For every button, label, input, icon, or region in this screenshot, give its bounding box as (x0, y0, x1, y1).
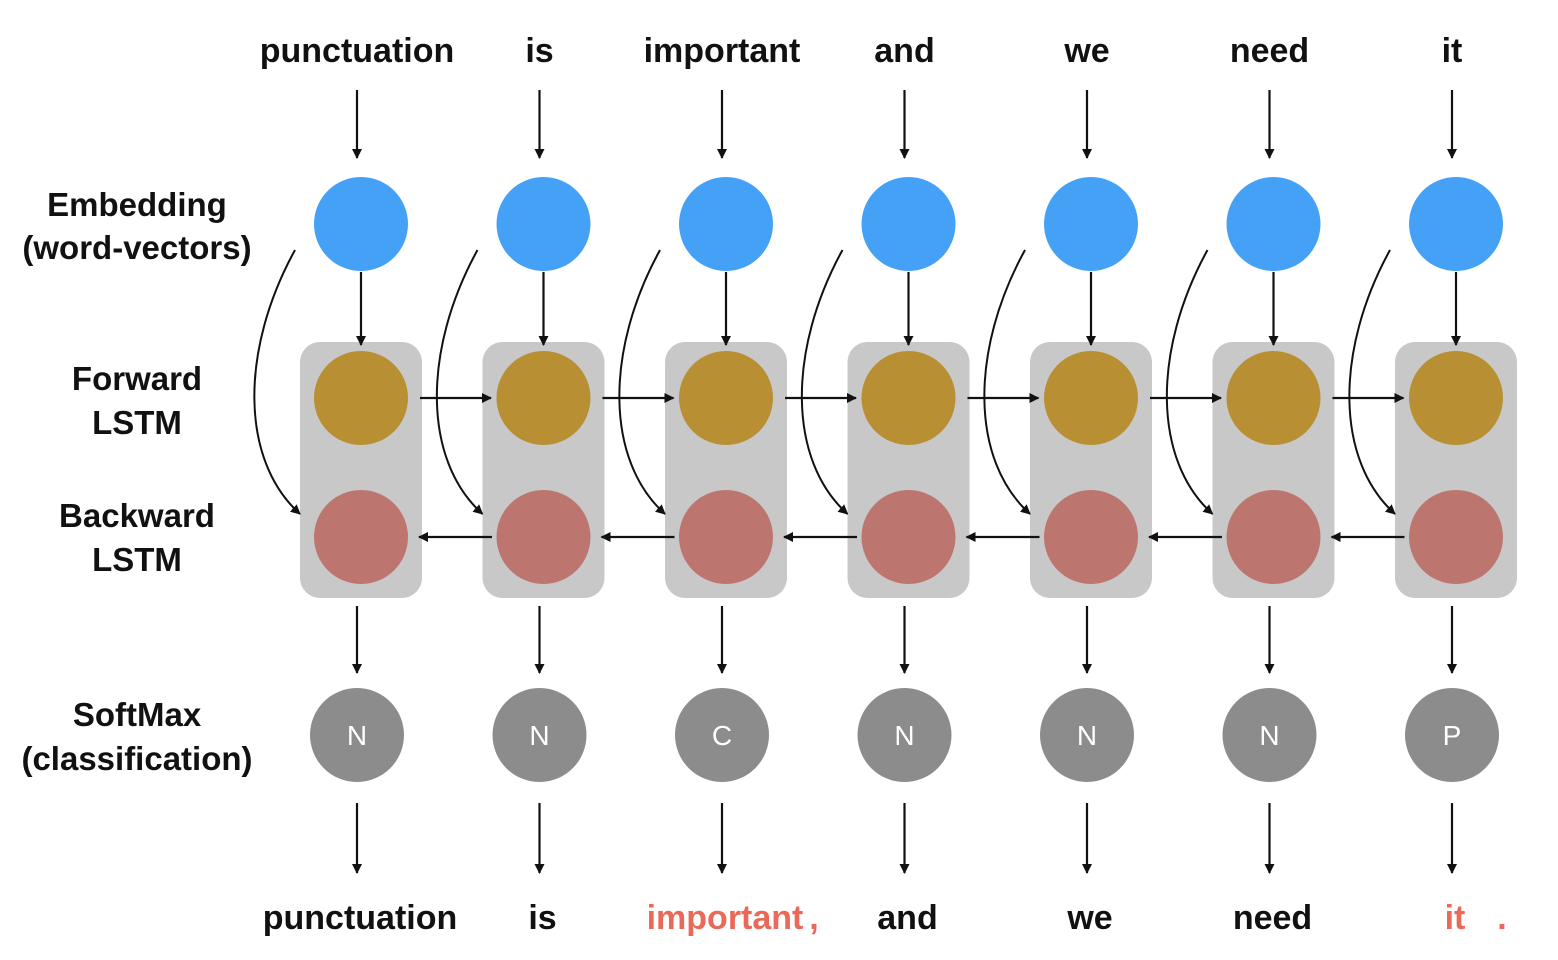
backward-label-line1: Backward (59, 497, 215, 534)
backward-lstm-node (1409, 490, 1503, 584)
softmax-class-label: N (347, 720, 367, 751)
softmax-node (1040, 688, 1134, 782)
output-word: need (1233, 899, 1312, 937)
arrow-embedding-to-backward (800, 249, 849, 515)
input-word: important (644, 32, 801, 70)
softmax-label-line2: (classification) (21, 740, 252, 777)
input-word: it (1442, 32, 1463, 70)
backward-lstm-node (314, 490, 408, 584)
forward-lstm-node (1044, 351, 1138, 445)
arrow-embedding-to-backward (1165, 249, 1214, 515)
arrow-embedding-to-backward (435, 249, 484, 515)
forward-lstm-node (314, 351, 408, 445)
backward-label-line2: LSTM (92, 541, 182, 578)
softmax-node (675, 688, 769, 782)
embedding-label-line2: (word-vectors) (22, 229, 251, 266)
arrows (253, 90, 1461, 874)
softmax-class-label: N (1077, 720, 1097, 751)
forward-lstm-node (1226, 351, 1321, 445)
input-word: need (1230, 32, 1309, 70)
softmax-node (492, 688, 587, 782)
embedding-label-line1: Embedding (47, 186, 227, 223)
forward-lstm-node (861, 351, 956, 445)
arrow-embedding-to-backward (983, 249, 1031, 515)
nodes (310, 177, 1503, 782)
input-word: we (1063, 32, 1109, 70)
forward-lstm-node (496, 351, 591, 445)
embedding-node (496, 177, 591, 271)
softmax-class-label: P (1443, 720, 1462, 751)
embedding-node (1226, 177, 1321, 271)
softmax-label-line1: SoftMax (73, 696, 202, 733)
input-word: is (525, 32, 553, 70)
output-word: and (877, 899, 937, 937)
arrow-embedding-to-backward (1348, 249, 1396, 515)
backward-lstm-node (1044, 490, 1138, 584)
forward-label-line2: LSTM (92, 404, 182, 441)
word-labels: punctuationNpunctuationisNisimportantCim… (260, 32, 1507, 937)
output-word: it (1445, 899, 1466, 937)
output-punctuation: . (1497, 899, 1506, 937)
softmax-class-label: C (712, 720, 732, 751)
softmax-class-label: N (894, 720, 914, 751)
output-word: punctuation (263, 899, 458, 937)
output-punctuation: , (809, 899, 818, 937)
forward-lstm-node (1409, 351, 1503, 445)
arrow-embedding-to-backward (618, 249, 666, 515)
output-word: important (647, 899, 804, 937)
embedding-node (861, 177, 956, 271)
softmax-node (310, 688, 404, 782)
softmax-class-label: N (1259, 720, 1279, 751)
embedding-node (1044, 177, 1138, 271)
input-word: punctuation (260, 32, 455, 70)
softmax-node (1405, 688, 1499, 782)
forward-label-line1: Forward (72, 360, 202, 397)
forward-lstm-node (679, 351, 773, 445)
output-word: we (1066, 899, 1112, 937)
backward-lstm-node (679, 490, 773, 584)
row-labels: Embedding (word-vectors) Forward LSTM Ba… (21, 186, 252, 777)
output-word: is (528, 899, 556, 937)
softmax-node (1222, 688, 1317, 782)
softmax-node (857, 688, 952, 782)
embedding-node (1409, 177, 1503, 271)
embedding-node (314, 177, 408, 271)
input-word: and (874, 32, 934, 70)
backward-lstm-node (496, 490, 591, 584)
backward-lstm-node (861, 490, 956, 584)
softmax-class-label: N (529, 720, 549, 751)
arrow-embedding-to-backward (253, 249, 301, 515)
embedding-node (679, 177, 773, 271)
backward-lstm-node (1226, 490, 1321, 584)
